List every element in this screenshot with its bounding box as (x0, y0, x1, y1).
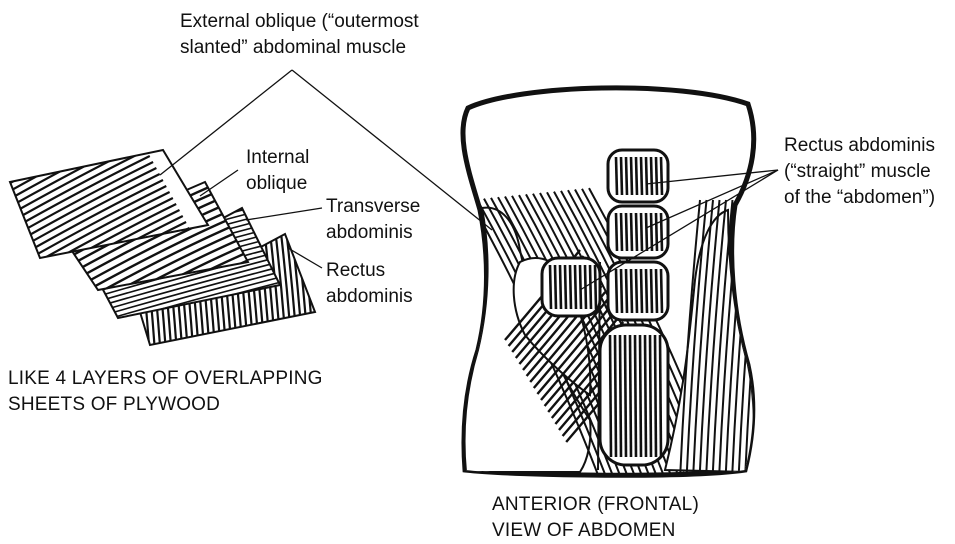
rectus-fiber (660, 335, 661, 457)
rectus-fiber (580, 265, 581, 309)
rectus-fiber (661, 157, 662, 195)
rectus-fiber (636, 157, 637, 195)
label-transverse-line2: abdominis (326, 220, 420, 246)
rectus-fiber (610, 335, 611, 457)
rectus-fiber (640, 335, 641, 457)
label-internal-oblique-line2: oblique (246, 171, 309, 197)
rectus-fiber (656, 269, 657, 313)
label-transverse-line1: Transverse (326, 194, 420, 220)
label-external-oblique-line1: External oblique (“outermost (180, 9, 419, 35)
rectus-fiber (641, 157, 642, 195)
label-rectus-torso-line3: of the “abdomen”) (784, 185, 935, 211)
rectus-fiber (641, 269, 642, 313)
rectus-fiber (626, 269, 627, 313)
torso-anterior-view (463, 88, 772, 480)
rectus-fiber (615, 335, 616, 457)
rectus-fiber (616, 269, 617, 313)
rectus-fiber (616, 157, 617, 195)
caption-layers: LIKE 4 LAYERS OF OVERLAPPING SHEETS OF P… (8, 366, 323, 418)
rectus-fiber (560, 265, 561, 309)
rectus-fiber (645, 335, 646, 457)
caption-anterior-line2: VIEW OF ABDOMEN (492, 518, 699, 544)
rectus-fiber (555, 265, 556, 309)
rectus-fiber (631, 213, 632, 251)
label-rectus-torso-line2: (“straight” muscle (784, 159, 935, 185)
caption-anterior-line1: ANTERIOR (FRONTAL) (492, 492, 699, 518)
rectus-fiber (590, 265, 591, 309)
rectus-fiber (631, 269, 632, 313)
rectus-fiber (651, 157, 652, 195)
label-rectus-layer-line2: abdominis (326, 284, 413, 310)
label-transverse-abdominis: Transverse abdominis (326, 194, 420, 246)
label-external-oblique: External oblique (“outermost slanted” ab… (180, 9, 419, 61)
label-external-oblique-line2: slanted” abdominal muscle (180, 35, 419, 61)
rectus-fiber (636, 213, 637, 251)
rectus-fiber (656, 157, 657, 195)
rectus-fiber (641, 213, 642, 251)
fiber-line (306, 209, 321, 369)
caption-layers-line1: LIKE 4 LAYERS OF OVERLAPPING (8, 366, 323, 392)
rectus-fiber (635, 335, 636, 457)
label-rectus-abdominis-layer: Rectus abdominis (326, 258, 413, 310)
label-rectus-layer-line1: Rectus (326, 258, 413, 284)
rectus-fiber (650, 335, 651, 457)
rectus-fiber (630, 335, 631, 457)
rectus-fiber (621, 269, 622, 313)
rectus-fiber (550, 265, 551, 309)
rectus-fiber (575, 265, 576, 309)
rectus-fiber (646, 269, 647, 313)
leader-transverse (246, 208, 322, 220)
rectus-fiber (631, 157, 632, 195)
rectus-fiber (565, 265, 566, 309)
rectus-fiber (651, 269, 652, 313)
rectus-fiber (661, 269, 662, 313)
fiber-line (745, 200, 765, 480)
rectus-fiber (626, 213, 627, 251)
rectus-fiber (636, 269, 637, 313)
caption-anterior-view: ANTERIOR (FRONTAL) VIEW OF ABDOMEN (492, 492, 699, 544)
rectus-fiber (620, 335, 621, 457)
rectus-fiber (625, 335, 626, 457)
rectus-fiber (646, 157, 647, 195)
rectus-fiber (656, 213, 657, 251)
label-rectus-abdominis-torso: Rectus abdominis (“straight” muscle of t… (784, 133, 935, 211)
rectus-fiber (570, 265, 571, 309)
rectus-fiber (646, 213, 647, 251)
label-internal-oblique: Internal oblique (246, 145, 309, 197)
rectus-fiber (595, 265, 596, 309)
label-rectus-torso-line1: Rectus abdominis (784, 133, 935, 159)
rectus-fiber (651, 213, 652, 251)
rectus-fiber (661, 213, 662, 251)
rectus-fiber (621, 157, 622, 195)
fiber-line (311, 209, 326, 369)
caption-layers-line2: SHEETS OF PLYWOOD (8, 392, 323, 418)
rectus-fiber (626, 157, 627, 195)
rectus-fiber (616, 213, 617, 251)
rectus-fiber (655, 335, 656, 457)
fiber-line (752, 200, 772, 480)
rectus-fiber (621, 213, 622, 251)
label-internal-oblique-line1: Internal (246, 145, 309, 171)
